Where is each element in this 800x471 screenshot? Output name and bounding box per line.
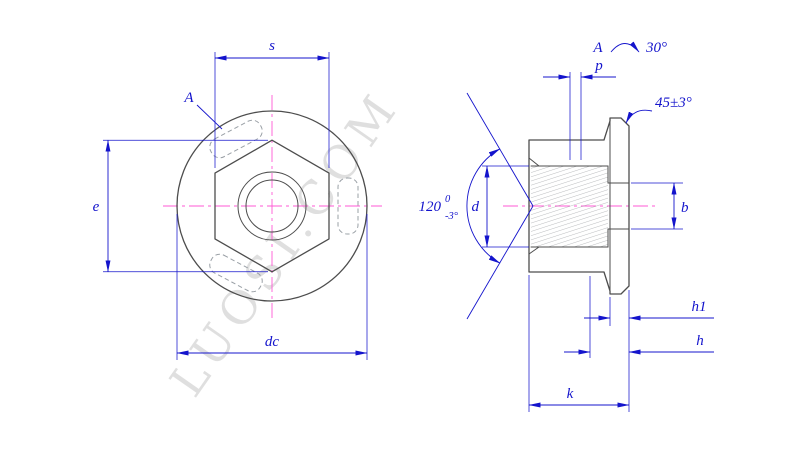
watermark-text: LUOSI.COM (159, 80, 410, 407)
chamfer-angle-callout: 45±3° (625, 95, 692, 124)
angle-arc (466, 148, 501, 264)
dim-k: k (528, 275, 630, 412)
dim-k-label: k (567, 386, 574, 402)
dim-e-label: e (93, 199, 100, 215)
dim-d-label: d (472, 199, 480, 215)
serration-mark (209, 253, 263, 293)
dim-h1-label: h1 (692, 299, 707, 315)
leader-line (625, 109, 653, 124)
dim-dc-label: dc (265, 334, 280, 350)
dim-dc: dc (176, 214, 368, 360)
flange-serration-marks (209, 119, 359, 293)
dim-s: s (214, 38, 330, 168)
countersink-line (528, 246, 540, 255)
detail-a-callout-section: A 30° (592, 40, 667, 56)
cone-angle-label: 120 (419, 199, 442, 215)
dim-h: h (564, 276, 714, 358)
section-view: p A 30° 45±3° d 120 0 -3° (419, 40, 714, 412)
chamfer-angle-label: 45±3° (655, 95, 692, 111)
thread-bore (528, 157, 630, 255)
dim-b-label: b (681, 200, 689, 216)
angle-leg (466, 92, 534, 207)
thread-hatch (531, 166, 608, 247)
cone-angle-upper-tol: 0 (445, 194, 451, 205)
thread-minor-circle (245, 179, 299, 233)
flange-circle (176, 110, 368, 302)
dim-e: e (93, 139, 268, 273)
dim-d: d (472, 165, 529, 248)
dim-p: p (543, 58, 616, 160)
detail-a-label: A (592, 40, 603, 56)
dim-p-label: p (594, 58, 603, 74)
thread-major-circle (237, 171, 307, 241)
cone-angle-dimension: 120 0 -3° (419, 92, 534, 320)
leader-line (196, 104, 223, 130)
serration-mark (209, 119, 263, 159)
detail-a-label: A (183, 90, 194, 106)
hex-outline (214, 139, 330, 273)
angle-leg (466, 205, 534, 320)
cone-angle-lower-tol: -3° (445, 211, 459, 222)
serration-mark (337, 177, 359, 235)
dim-s-label: s (269, 38, 275, 54)
dim-h-label: h (696, 333, 704, 349)
front-center-lines (163, 95, 382, 320)
front-view: s e dc A (93, 38, 382, 360)
countersink-line (528, 157, 540, 167)
detail-a-callout-front: A (183, 90, 223, 130)
detail-arc (610, 41, 640, 53)
dim-b: b (631, 182, 689, 230)
detail-angle-label: 30° (645, 40, 667, 56)
dim-h1: h1 (584, 297, 714, 326)
